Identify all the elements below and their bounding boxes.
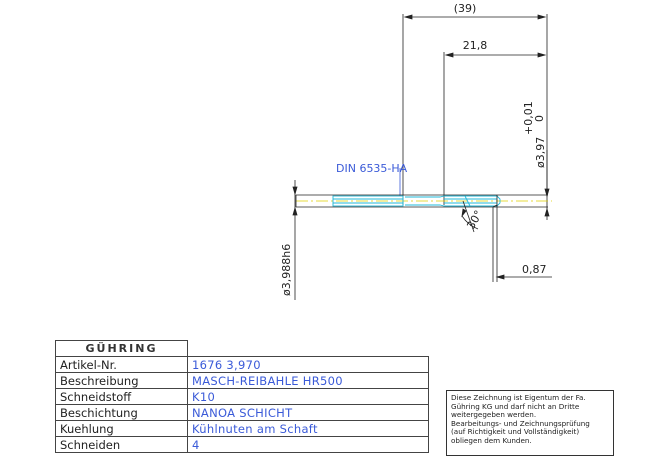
row-label: Schneiden bbox=[55, 436, 188, 453]
notice-line: Bearbeitungs- und Zeichnungsprüfung bbox=[451, 418, 590, 428]
reamer-tip bbox=[405, 195, 501, 207]
offset-text: 0,87 bbox=[522, 263, 547, 276]
shank-diameter-label: ø3,988h6 bbox=[280, 244, 293, 296]
row-value: 4 bbox=[187, 436, 429, 453]
row-label: Beschichtung bbox=[55, 404, 188, 421]
row-value: 1676 3,970 bbox=[187, 356, 429, 373]
company-logo: GÜHRING bbox=[55, 340, 188, 357]
table-row: Beschreibung MASCH-REIBAHLE HR500 bbox=[55, 372, 429, 389]
tip-diameter-label: ø3,97 bbox=[534, 137, 547, 168]
tip-length-dimension bbox=[443, 52, 547, 205]
title-block: GÜHRING Artikel-Nr. 1676 3,970 Beschreib… bbox=[55, 340, 429, 453]
chamfer-angle-label: 30° bbox=[464, 208, 485, 231]
title-block-logo-row: GÜHRING bbox=[55, 340, 429, 357]
table-row: Artikel-Nr. 1676 3,970 bbox=[55, 356, 429, 373]
row-value: MASCH-REIBAHLE HR500 bbox=[187, 372, 429, 389]
notice-line: Diese Zeichnung ist Eigentum der Fa. bbox=[451, 393, 586, 402]
row-value: Kühlnuten am Schaft bbox=[187, 420, 429, 437]
svg-text:0: 0 bbox=[533, 115, 546, 122]
chamfer-angle-dimension bbox=[461, 200, 479, 233]
tip-diameter-dimension bbox=[544, 150, 550, 220]
svg-text:+0,01: +0,01 bbox=[522, 101, 535, 135]
svg-text:30°: 30° bbox=[464, 208, 485, 231]
table-row: Schneidstoff K10 bbox=[55, 388, 429, 405]
shank bbox=[295, 194, 548, 208]
table-row: Schneiden 4 bbox=[55, 436, 429, 453]
svg-text:ø3,97: ø3,97 bbox=[534, 137, 547, 168]
row-label: Kuehlung bbox=[55, 420, 188, 437]
notice-line: Gühring KG und darf nicht an Dritte bbox=[451, 401, 580, 411]
tip-end bbox=[492, 195, 498, 282]
notice-line: (auf Richtigkeit und Vollständigkeit) bbox=[451, 427, 580, 437]
row-value: NANOA SCHICHT bbox=[187, 404, 429, 421]
shank-diameter-dimension bbox=[292, 180, 298, 300]
tip-tolerance-upper: +0,01 bbox=[522, 101, 535, 135]
overall-length-text: (39) bbox=[454, 2, 477, 15]
ownership-notice: Diese Zeichnung ist Eigentum der Fa. Güh… bbox=[446, 390, 614, 456]
offset-dimension bbox=[492, 207, 552, 282]
table-row: Beschichtung NANOA SCHICHT bbox=[55, 404, 429, 421]
svg-text:ø3,988h6: ø3,988h6 bbox=[280, 244, 293, 296]
tip-length-text: 21,8 bbox=[463, 39, 488, 52]
standard-label: DIN 6535-HA bbox=[336, 162, 408, 175]
notice-line: obliegen dem Kunden. bbox=[451, 435, 532, 445]
row-label: Beschreibung bbox=[55, 372, 188, 389]
row-label: Artikel-Nr. bbox=[55, 356, 188, 373]
row-label: Schneidstoff bbox=[55, 388, 188, 405]
notice-line: weitergegeben werden. bbox=[451, 410, 537, 420]
shank-groove bbox=[332, 195, 404, 207]
tip-tolerance-lower: 0 bbox=[533, 115, 546, 122]
table-row: Kuehlung Kühlnuten am Schaft bbox=[55, 420, 429, 437]
row-value: K10 bbox=[187, 388, 429, 405]
